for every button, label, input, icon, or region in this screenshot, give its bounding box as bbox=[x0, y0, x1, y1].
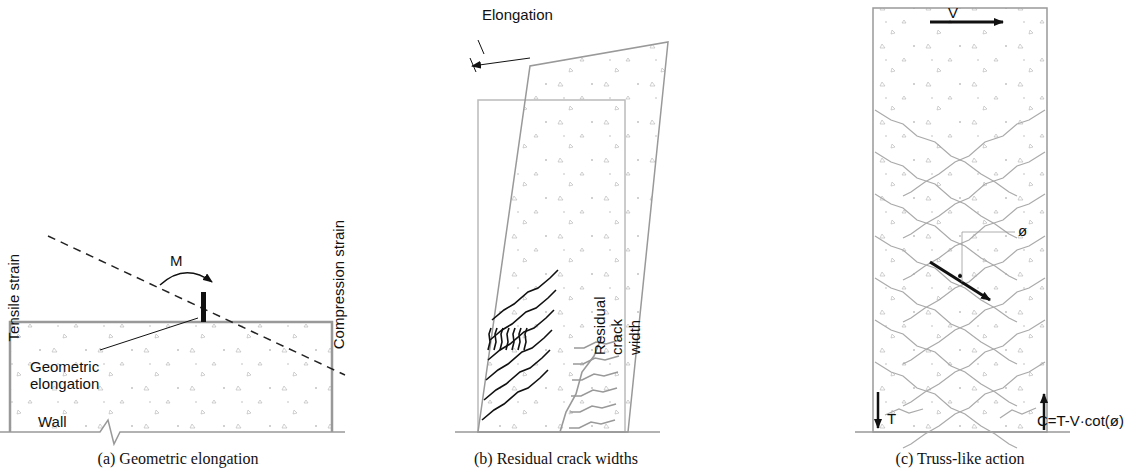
label: Residual crack width bbox=[591, 295, 643, 355]
crack bbox=[482, 370, 548, 420]
crack bbox=[903, 362, 1045, 448]
crack bbox=[492, 270, 558, 320]
crack bbox=[875, 194, 1017, 280]
label: V bbox=[948, 4, 958, 21]
crack bbox=[903, 110, 1045, 196]
crack bbox=[573, 356, 619, 364]
crack bbox=[875, 362, 1017, 448]
crack bbox=[875, 236, 1017, 322]
crack bbox=[524, 328, 527, 350]
crack bbox=[875, 278, 1017, 364]
crack bbox=[484, 350, 550, 400]
crack bbox=[490, 290, 556, 340]
crack bbox=[903, 194, 1045, 280]
label: ø bbox=[1018, 222, 1027, 239]
crack bbox=[570, 404, 616, 412]
crack bbox=[488, 310, 554, 360]
crack bbox=[500, 328, 503, 350]
crack bbox=[572, 372, 618, 380]
panel-caption: (b) Residual crack widths bbox=[474, 450, 638, 468]
label: Tensile strain bbox=[5, 254, 22, 342]
label: C=T-V·cot(ø) bbox=[1037, 412, 1124, 429]
crack bbox=[506, 328, 509, 350]
panel-caption: (c) Truss-like action bbox=[896, 450, 1025, 468]
crack bbox=[1000, 408, 1036, 418]
crack bbox=[875, 152, 1017, 238]
label: M bbox=[170, 252, 183, 269]
crack bbox=[875, 110, 1017, 196]
label: Compression strain bbox=[330, 220, 347, 349]
crack bbox=[875, 320, 1017, 406]
crack bbox=[488, 328, 491, 350]
crack bbox=[569, 420, 615, 428]
label: Elongation bbox=[482, 6, 553, 23]
label: T bbox=[887, 410, 896, 427]
panel-caption: (a) Geometric elongation bbox=[98, 450, 259, 468]
crack bbox=[903, 236, 1045, 322]
crack bbox=[518, 328, 521, 350]
crack bbox=[512, 328, 515, 350]
crack bbox=[903, 320, 1045, 406]
label: Wall bbox=[38, 413, 67, 430]
label: Geometric elongation bbox=[30, 358, 125, 393]
crack bbox=[494, 328, 497, 350]
